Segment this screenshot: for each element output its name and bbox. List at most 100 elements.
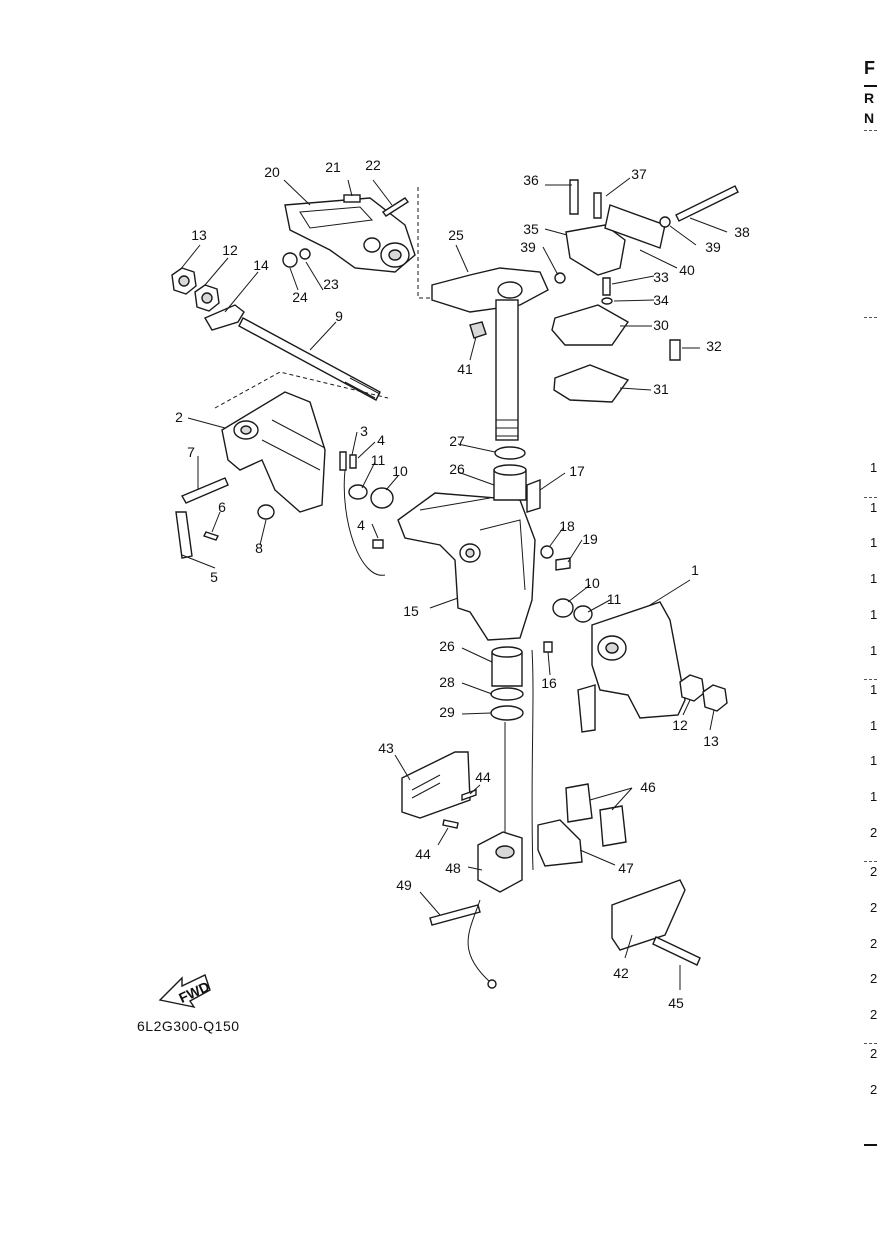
part-bolt-49 <box>429 904 481 926</box>
part-nut-12b <box>679 674 705 702</box>
part-plate-40 <box>604 204 666 249</box>
part-swivel-bracket-15 <box>397 492 536 641</box>
edge-row-number: 1 <box>870 571 877 586</box>
callout-33: 33 <box>653 269 669 285</box>
callout-17: 17 <box>569 463 585 479</box>
callout-23: 23 <box>323 276 339 292</box>
callout-47: 47 <box>618 860 634 876</box>
part-damper-48 <box>477 831 523 893</box>
part-steering-arm-25 <box>431 267 549 441</box>
callout-44a: 44 <box>475 769 491 785</box>
part-washer-11b <box>573 605 593 623</box>
edge-letter-n: N <box>864 110 875 126</box>
callout-12b: 12 <box>672 717 688 733</box>
callout-8: 8 <box>255 540 263 556</box>
part-washer-39a <box>659 216 671 228</box>
part-nipple-41 <box>469 321 487 339</box>
part-plate-17 <box>526 478 541 513</box>
callout-43: 43 <box>378 740 394 756</box>
part-long-bolt-38 <box>675 185 739 222</box>
callout-14: 14 <box>253 257 269 273</box>
callout-27: 27 <box>449 433 465 449</box>
part-plate-31 <box>553 364 630 403</box>
part-pin-44b <box>442 819 459 829</box>
callout-11b: 11 <box>607 591 622 607</box>
part-pin-6 <box>203 531 219 541</box>
part-bolt-3 <box>349 454 357 469</box>
drawing-code: 6L2G300-Q150 <box>137 1018 240 1034</box>
edge-row-number: 2 <box>870 864 877 879</box>
callout-12a: 12 <box>222 242 238 258</box>
callout-1: 1 <box>691 562 699 578</box>
part-clamp-bracket-1 <box>577 601 686 733</box>
edge-row-number: 1 <box>870 643 877 658</box>
callout-31: 31 <box>653 381 669 397</box>
callout-24: 24 <box>292 289 308 305</box>
edge-divider <box>864 1043 877 1044</box>
part-washer-39b <box>554 272 566 284</box>
edge-divider <box>864 497 877 498</box>
fwd-arrow-icon: FWD <box>158 974 212 1009</box>
part-holder-47 <box>537 819 583 867</box>
callout-11a: 11 <box>371 452 386 468</box>
edge-row-number: 2 <box>870 1007 877 1022</box>
callout-35: 35 <box>523 221 539 237</box>
callout-4b: 4 <box>357 517 365 533</box>
callout-48: 48 <box>445 860 461 876</box>
callout-3: 3 <box>360 423 368 439</box>
callout-38: 38 <box>734 224 750 240</box>
edge-row-number: 1 <box>870 789 877 804</box>
callout-46: 46 <box>640 779 656 795</box>
callout-5: 5 <box>210 569 218 585</box>
part-clip-5 <box>175 511 193 559</box>
callout-16: 16 <box>541 675 557 691</box>
callout-41: 41 <box>457 361 473 377</box>
callout-44b: 44 <box>415 846 431 862</box>
callout-4a: 4 <box>377 432 385 448</box>
part-washer-11a <box>348 484 368 500</box>
edge-row-number: 1 <box>870 500 877 515</box>
part-washer-23 <box>299 248 311 260</box>
callout-34: 34 <box>653 292 669 308</box>
callout-49: 49 <box>396 877 412 893</box>
part-bolt-4b <box>372 539 384 549</box>
edge-row-number: 2 <box>870 971 877 986</box>
part-block-8 <box>257 504 275 520</box>
part-nut-13b <box>702 684 728 712</box>
part-clamp-bracket-2 <box>214 371 389 513</box>
callout-7: 7 <box>187 444 195 460</box>
callout-40: 40 <box>679 262 695 278</box>
part-washer-27 <box>494 446 526 460</box>
edge-row-number: 1 <box>870 718 877 733</box>
part-bolt-4a <box>339 451 347 471</box>
edge-row-number: 2 <box>870 825 877 840</box>
callout-39b: 39 <box>520 239 536 255</box>
callout-6: 6 <box>218 499 226 515</box>
callout-29: 29 <box>439 704 455 720</box>
part-seal-29 <box>490 705 524 721</box>
part-bolt-19 <box>555 557 571 571</box>
part-plate-42 <box>611 879 686 951</box>
edge-rule <box>864 1144 877 1146</box>
part-ring-28 <box>490 687 524 701</box>
edge-row-number: 2 <box>870 936 877 951</box>
callout-labels: 1 2 3 4 4 5 6 7 8 9 10 10 11 11 12 12 13… <box>175 157 750 1011</box>
edge-divider <box>864 861 877 862</box>
edge-row-number: 2 <box>870 1082 877 1097</box>
callout-42: 42 <box>613 965 629 981</box>
part-plate-30 <box>551 304 630 346</box>
edge-divider <box>864 130 877 131</box>
part-bolt-22 <box>381 197 410 217</box>
callout-19: 19 <box>582 531 598 547</box>
callout-39a: 39 <box>705 239 721 255</box>
callout-20: 20 <box>264 164 280 180</box>
callout-18: 18 <box>559 518 575 534</box>
part-washer-34 <box>601 297 613 305</box>
part-block-46b <box>599 805 627 847</box>
callout-13b: 13 <box>703 733 719 749</box>
part-shaft-9 <box>238 317 381 401</box>
edge-divider <box>864 679 877 680</box>
callout-2: 2 <box>175 409 183 425</box>
edge-row-number: 1 <box>870 753 877 768</box>
edge-row-number: 2 <box>870 1046 877 1061</box>
